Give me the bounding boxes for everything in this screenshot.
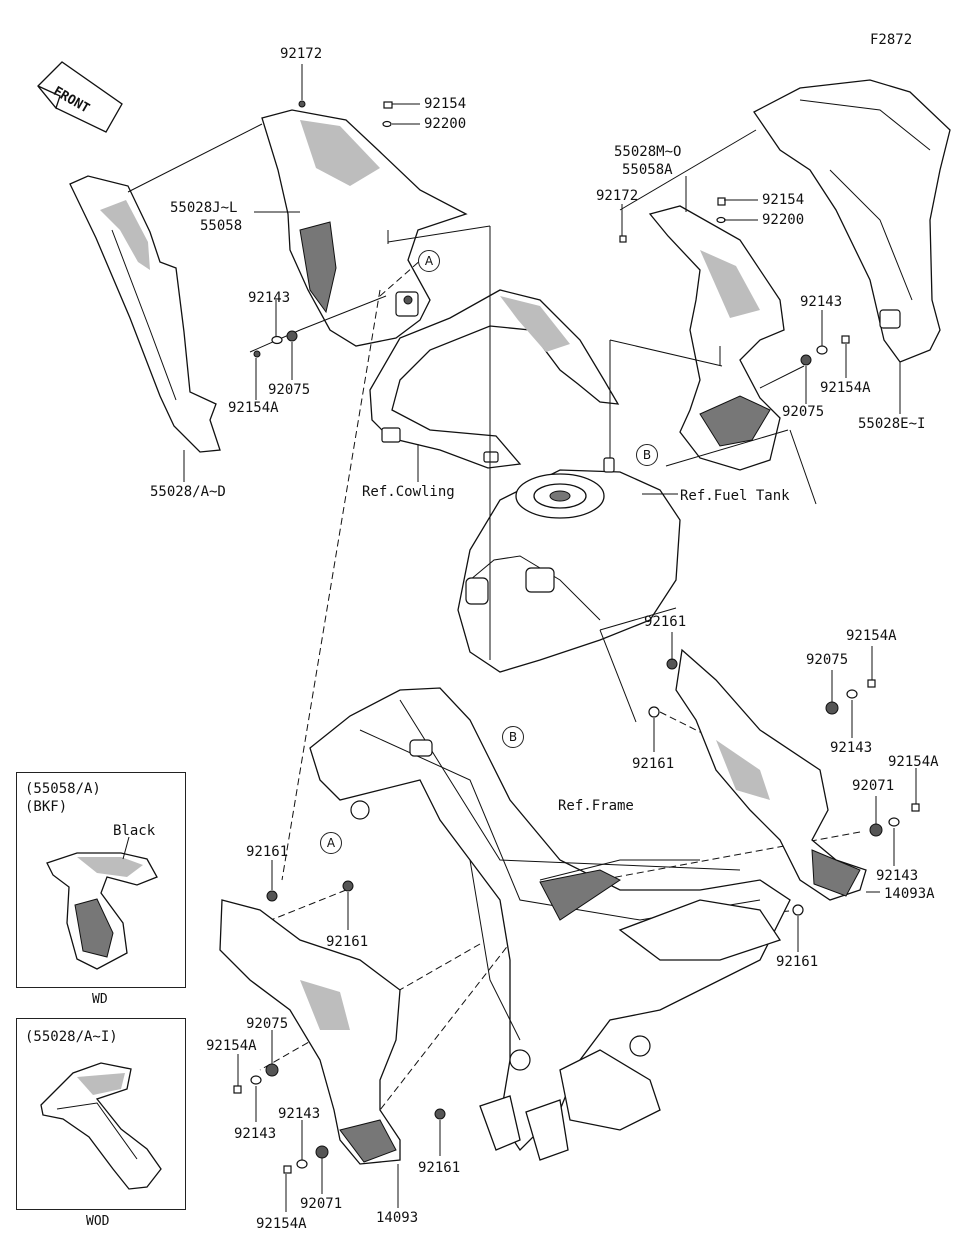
part-label: 92154A	[206, 1038, 257, 1054]
figure-code: F2872	[870, 32, 913, 48]
inset-title: (55028/A~I)	[25, 1029, 118, 1045]
part-label: 92200	[424, 116, 467, 132]
leader-line	[387, 225, 491, 243]
frame	[309, 687, 791, 1161]
part-label: 92154A	[228, 400, 279, 416]
part-label: 92200	[762, 212, 805, 228]
callout-a: A	[320, 832, 342, 854]
inset-caption: WD	[92, 992, 108, 1007]
part-label: 14093	[376, 1210, 419, 1226]
cowling-bracket	[369, 289, 620, 469]
ref-frame-label: Ref.Frame	[558, 798, 634, 814]
part-label: 92075	[782, 404, 825, 420]
ref-cowling-label: Ref.Cowling	[362, 484, 455, 500]
part-label: 92172	[280, 46, 323, 62]
part-label: 92154	[762, 192, 805, 208]
part-label: 92075	[806, 652, 849, 668]
part-label: 92143	[876, 868, 919, 884]
part-label: 92154A	[820, 380, 871, 396]
side-cover-left-outer	[69, 175, 221, 453]
part-label: 92161	[246, 844, 289, 860]
inset-subtitle: (BKF)	[25, 799, 68, 815]
part-label: 92154	[424, 96, 467, 112]
lower-cover-left	[219, 899, 401, 1165]
label-leaders	[183, 64, 917, 1212]
inner-cover-left	[261, 109, 468, 347]
inset-caption: WOD	[86, 1214, 110, 1229]
leader-line	[609, 339, 723, 367]
part-label: 92075	[246, 1016, 289, 1032]
leader-line	[619, 129, 757, 211]
leader-line	[299, 295, 387, 331]
part-label: 92161	[776, 954, 819, 970]
part-label: 92143	[278, 1106, 321, 1122]
leader-line	[789, 429, 817, 505]
callout-a: A	[418, 250, 440, 272]
callout-b: B	[502, 726, 524, 748]
inset-part-drawing	[46, 836, 158, 970]
part-label: 92075	[268, 382, 311, 398]
part-label: 92154A	[888, 754, 939, 770]
part-label: 92161	[326, 934, 369, 950]
leader-line	[665, 429, 789, 467]
callout-b: B	[636, 444, 658, 466]
part-label: 92161	[418, 1160, 461, 1176]
dashed-guide-line	[379, 929, 521, 1111]
part-label: 92143	[830, 740, 873, 756]
part-label: 92161	[644, 614, 687, 630]
part-label: 55028J~L	[170, 200, 238, 216]
inset-color-note: Black	[113, 823, 156, 839]
inset-title: (55058/A)	[25, 781, 101, 797]
part-label: 92161	[632, 756, 675, 772]
hardware-items	[233, 100, 920, 1174]
leader-line	[599, 629, 637, 723]
part-label: 55028M~O	[614, 144, 682, 160]
inset-panel-wd: (55058/A) (BKF) Black	[16, 772, 186, 988]
side-cover-right-outer	[753, 79, 951, 363]
fuel-tank	[457, 457, 681, 673]
front-arrow-icon	[37, 61, 123, 133]
part-label: 92143	[800, 294, 843, 310]
part-label: 92143	[248, 290, 291, 306]
leader-line	[599, 607, 677, 631]
dashed-guide-line	[599, 831, 861, 881]
inset-part-drawing	[40, 1062, 162, 1190]
part-label: 92071	[852, 778, 895, 794]
inset-panel-wod: (55028/A~I)	[16, 1018, 186, 1210]
part-label: 14093A	[884, 886, 935, 902]
part-label: 92172	[596, 188, 639, 204]
inner-cover-right	[648, 205, 785, 471]
leader-line	[759, 365, 805, 389]
part-label: 92143	[234, 1126, 277, 1142]
ref-fuel-tank-label: Ref.Fuel Tank	[680, 488, 790, 504]
part-label: 92154A	[256, 1216, 307, 1232]
part-label: 55058A	[622, 162, 673, 178]
dashed-guide-line	[281, 289, 381, 881]
part-label: 55028E~I	[858, 416, 926, 432]
part-label: 92071	[300, 1196, 343, 1212]
part-label: 55028/A~D	[150, 484, 226, 500]
leader-line	[127, 123, 263, 193]
lower-cover-right	[675, 648, 867, 901]
part-label: 55058	[200, 218, 243, 234]
part-label: 92154A	[846, 628, 897, 644]
